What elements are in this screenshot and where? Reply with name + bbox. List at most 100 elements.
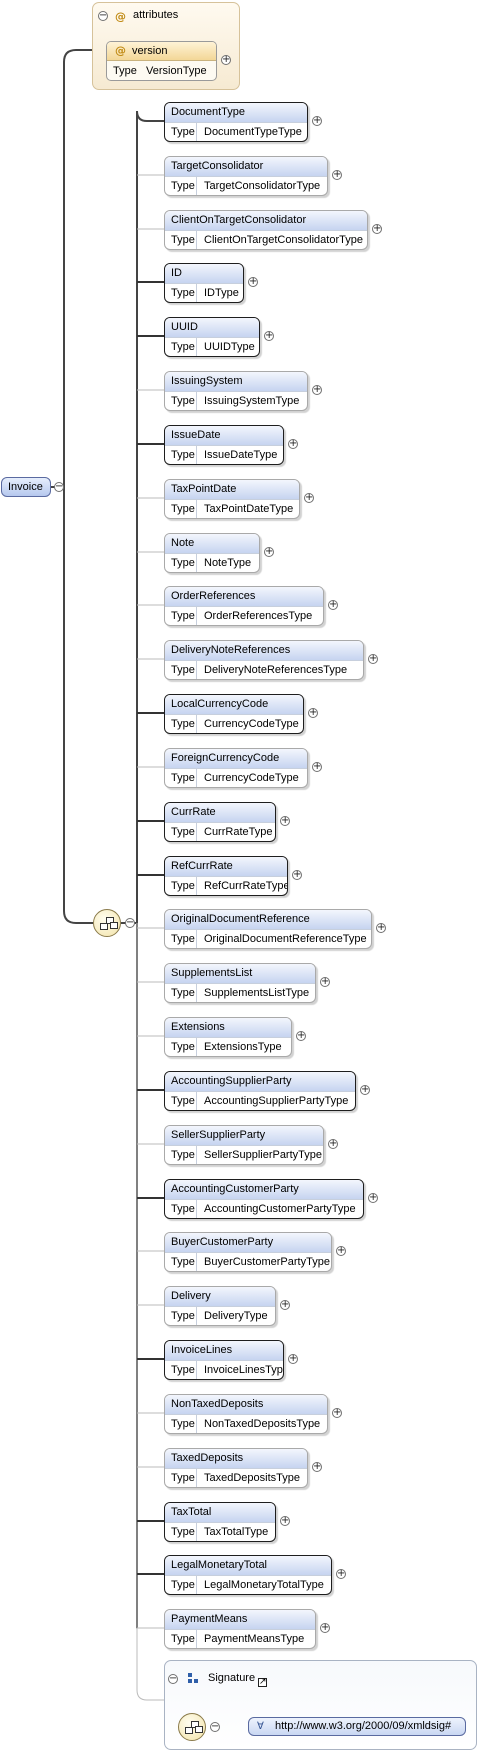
expand-icon[interactable]: +: [304, 492, 314, 503]
expand-icon[interactable]: +: [372, 223, 382, 234]
element-type-value: IssuingSystemType: [204, 395, 300, 407]
expand-icon[interactable]: +: [320, 1622, 330, 1633]
collapse-icon[interactable]: −: [98, 10, 108, 21]
expand-icon[interactable]: +: [312, 761, 322, 772]
element-name: BuyerCustomerParty: [165, 1233, 331, 1253]
any-element-wildcard[interactable]: ∀http://www.w3.org/2000/09/xmldsig#: [248, 1717, 466, 1736]
element-type-value: IssueDateType: [204, 449, 278, 461]
element-name: UUID: [165, 318, 259, 338]
expand-icon[interactable]: +: [336, 1568, 346, 1579]
element-type-row: Type InvoiceLinesType: [165, 1361, 284, 1379]
expand-icon[interactable]: +: [248, 276, 258, 287]
root-element-invoice[interactable]: Invoice: [1, 477, 51, 497]
element-type-value: AccountingSupplierPartyType: [204, 1095, 349, 1107]
collapse-icon[interactable]: −: [168, 1673, 178, 1684]
element-type-row: Type IssueDateType: [165, 446, 283, 464]
element-type-value: InvoiceLinesType: [204, 1364, 284, 1376]
element-name: LegalMonetaryTotal: [165, 1556, 331, 1576]
expand-icon[interactable]: +: [312, 115, 322, 126]
element-type-label: Type: [165, 823, 197, 841]
expand-icon[interactable]: +: [264, 546, 274, 557]
expand-icon[interactable]: +: [312, 1461, 322, 1472]
attribute-version[interactable]: @version Type VersionType: [106, 41, 217, 81]
expand-icon[interactable]: +: [264, 330, 274, 341]
expand-icon[interactable]: +: [288, 1353, 298, 1364]
expand-icon[interactable]: +: [280, 1299, 290, 1310]
expand-icon[interactable]: +: [280, 1515, 290, 1526]
expand-icon[interactable]: +: [296, 1030, 306, 1041]
expand-icon[interactable]: +: [332, 1407, 342, 1418]
expand-icon[interactable]: +: [280, 815, 290, 826]
sequence-compositor-icon[interactable]: [93, 909, 121, 937]
element-name: IssuingSystem: [165, 372, 307, 392]
element-name: OriginalDocumentReference: [165, 910, 371, 930]
expand-icon[interactable]: +: [320, 976, 330, 987]
element-type-label: Type: [165, 1469, 197, 1487]
element-name: NonTaxedDeposits: [165, 1395, 327, 1415]
expand-icon[interactable]: +: [288, 438, 298, 449]
element-name: Extensions: [165, 1018, 291, 1038]
element-type-label: Type: [165, 446, 197, 464]
expand-icon[interactable]: +: [328, 599, 338, 610]
element-name: IssueDate: [165, 426, 283, 446]
element-type-value: CurrencyCodeType: [204, 718, 299, 730]
element-type-label: Type: [165, 715, 197, 733]
collapse-icon[interactable]: −: [210, 1721, 220, 1732]
element-type-value: BuyerCustomerPartyType: [204, 1256, 330, 1268]
sequence-compositor-icon[interactable]: [178, 1713, 206, 1741]
expand-icon[interactable]: +: [308, 707, 318, 718]
expand-icon[interactable]: +: [368, 653, 378, 664]
element-ref-icon: [188, 1673, 200, 1685]
expand-icon[interactable]: +: [292, 869, 302, 880]
expand-icon[interactable]: +: [368, 1192, 378, 1203]
expand-icon[interactable]: +: [360, 1084, 370, 1095]
collapse-icon[interactable]: −: [54, 481, 64, 492]
element-type-label: Type: [165, 1361, 197, 1379]
expand-icon[interactable]: +: [336, 1245, 346, 1256]
expand-icon[interactable]: +: [221, 54, 231, 65]
goto-definition-icon[interactable]: ↗: [258, 1677, 267, 1687]
expand-icon[interactable]: +: [376, 922, 386, 933]
element-type-value: DeliveryType: [204, 1310, 268, 1322]
expand-icon[interactable]: +: [332, 169, 342, 180]
element-type-value: CurrRateType: [204, 826, 273, 838]
element-type-label: Type: [165, 1307, 197, 1325]
expand-icon[interactable]: +: [312, 384, 322, 395]
collapse-icon[interactable]: −: [125, 917, 135, 928]
expand-icon[interactable]: +: [328, 1138, 338, 1149]
element-type-value: TaxPointDateType: [204, 503, 294, 515]
